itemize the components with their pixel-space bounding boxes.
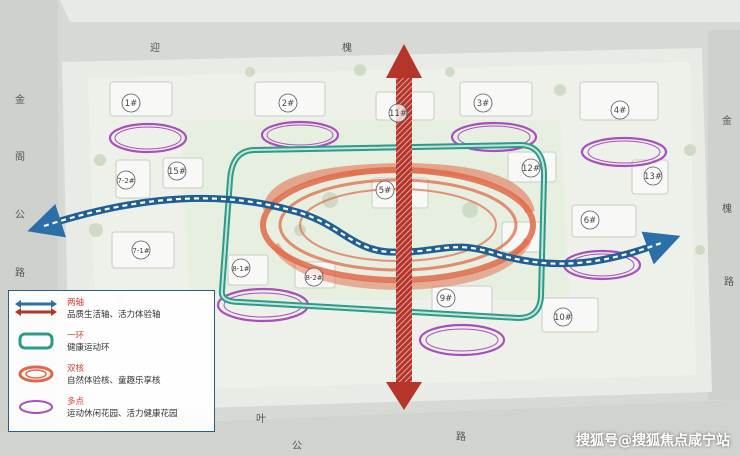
- garden-point-ellipse: [266, 124, 334, 146]
- blue-axis: [27, 194, 681, 268]
- legend-title: 一环: [67, 331, 85, 341]
- garden-point-ellipse: [450, 121, 538, 153]
- legend-item-points: 多点 运动休闲花园、活力健康花园: [9, 394, 216, 422]
- garden-point-ellipse: [587, 140, 661, 164]
- building-label: 2#: [282, 99, 295, 109]
- street-labels: 迎 槐 金 阁 公 路 金 槐 路 叶 公 路: [15, 41, 734, 452]
- building-badge: [473, 93, 493, 113]
- garden-point-ellipse: [418, 323, 506, 357]
- point-ellipse-icon: [19, 400, 53, 414]
- building-badge: [580, 210, 600, 230]
- street-label: 金: [722, 114, 732, 127]
- legend-title: 多点: [67, 397, 85, 407]
- watermark: 搜狐号@搜狐焦点咸宁站: [576, 433, 730, 449]
- building-badge: [304, 267, 324, 287]
- legend-desc: 运动休闲花园、活力健康花园: [67, 409, 178, 419]
- building-badge: [436, 288, 456, 308]
- street-label: 公: [292, 441, 302, 452]
- building-label: 7-1#: [132, 247, 149, 255]
- garden-point-ellipse: [114, 126, 182, 150]
- building-label: 7-2#: [117, 177, 134, 185]
- core-swirl-icon: [18, 365, 54, 383]
- building-badge: [375, 180, 395, 200]
- legend-item-ring: 一环 健康运动环: [9, 328, 216, 356]
- street-label: 金: [15, 93, 25, 106]
- building-badge: [553, 307, 573, 327]
- building-label: 8-1#: [232, 265, 249, 273]
- building-badge: [610, 100, 630, 120]
- street-label: 阁: [15, 150, 25, 163]
- building-label: 10#: [554, 313, 572, 323]
- building-badge: [167, 161, 187, 181]
- health-ring: [218, 142, 548, 321]
- building-badge: [231, 258, 251, 278]
- building-badge: [116, 170, 136, 190]
- building-label: 4#: [614, 106, 627, 116]
- legend-desc: 健康运动环: [67, 343, 110, 353]
- building-badge: [388, 103, 408, 123]
- building-badge: [643, 166, 663, 186]
- axis-arrows-icon: [15, 300, 57, 316]
- legend-title: 两轴: [67, 298, 85, 308]
- street-label: 路: [15, 266, 25, 279]
- garden-point-ellipse: [425, 328, 499, 352]
- street-label: 槐: [342, 41, 352, 54]
- legend-item-axes: 两轴 品质生活轴、活力体验轴: [9, 295, 216, 323]
- building-label: 9#: [440, 294, 453, 304]
- building-label: 13#: [644, 172, 662, 182]
- building-label: 15#: [168, 167, 186, 177]
- building-label: 6#: [584, 216, 597, 226]
- building-labels: 1# 2# 3# 4# 5# 6# 7-1# 7-2# 8-1# 8-2# 9# 10# 11# 12# 1…: [116, 93, 663, 327]
- legend-desc: 自然体验核、童趣乐享核: [67, 376, 161, 386]
- legend-title: 双核: [67, 364, 85, 374]
- street-label: 路: [456, 430, 466, 443]
- building-badge: [121, 93, 141, 113]
- street-label: 迎: [150, 42, 160, 54]
- building-badge: [278, 93, 298, 113]
- red-axis: [386, 44, 422, 410]
- building-label: 11#: [389, 109, 407, 119]
- garden-point-ellipse: [108, 122, 188, 154]
- building-label: 1#: [125, 99, 138, 109]
- street-label: 路: [724, 275, 734, 288]
- ring-loop-icon: [18, 332, 54, 350]
- street-label: 叶: [256, 413, 266, 425]
- building-label: 3#: [477, 99, 490, 109]
- building-badge: [131, 240, 151, 260]
- legend: 两轴 品质生活轴、活力体验轴 一环 健康运动环 双核 自然体验核、童趣乐享核 多…: [8, 290, 215, 432]
- legend-item-cores: 双核 自然体验核、童趣乐享核: [9, 361, 216, 389]
- building-label: 5#: [379, 186, 392, 196]
- street-label: 槐: [722, 202, 732, 215]
- street-label: 公: [15, 210, 25, 221]
- legend-desc: 品质生活轴、活力体验轴: [67, 310, 161, 320]
- building-badge: [521, 158, 541, 178]
- garden-point-ellipse: [580, 136, 668, 168]
- building-label: 8-2#: [305, 274, 322, 282]
- building-label: 12#: [522, 164, 540, 174]
